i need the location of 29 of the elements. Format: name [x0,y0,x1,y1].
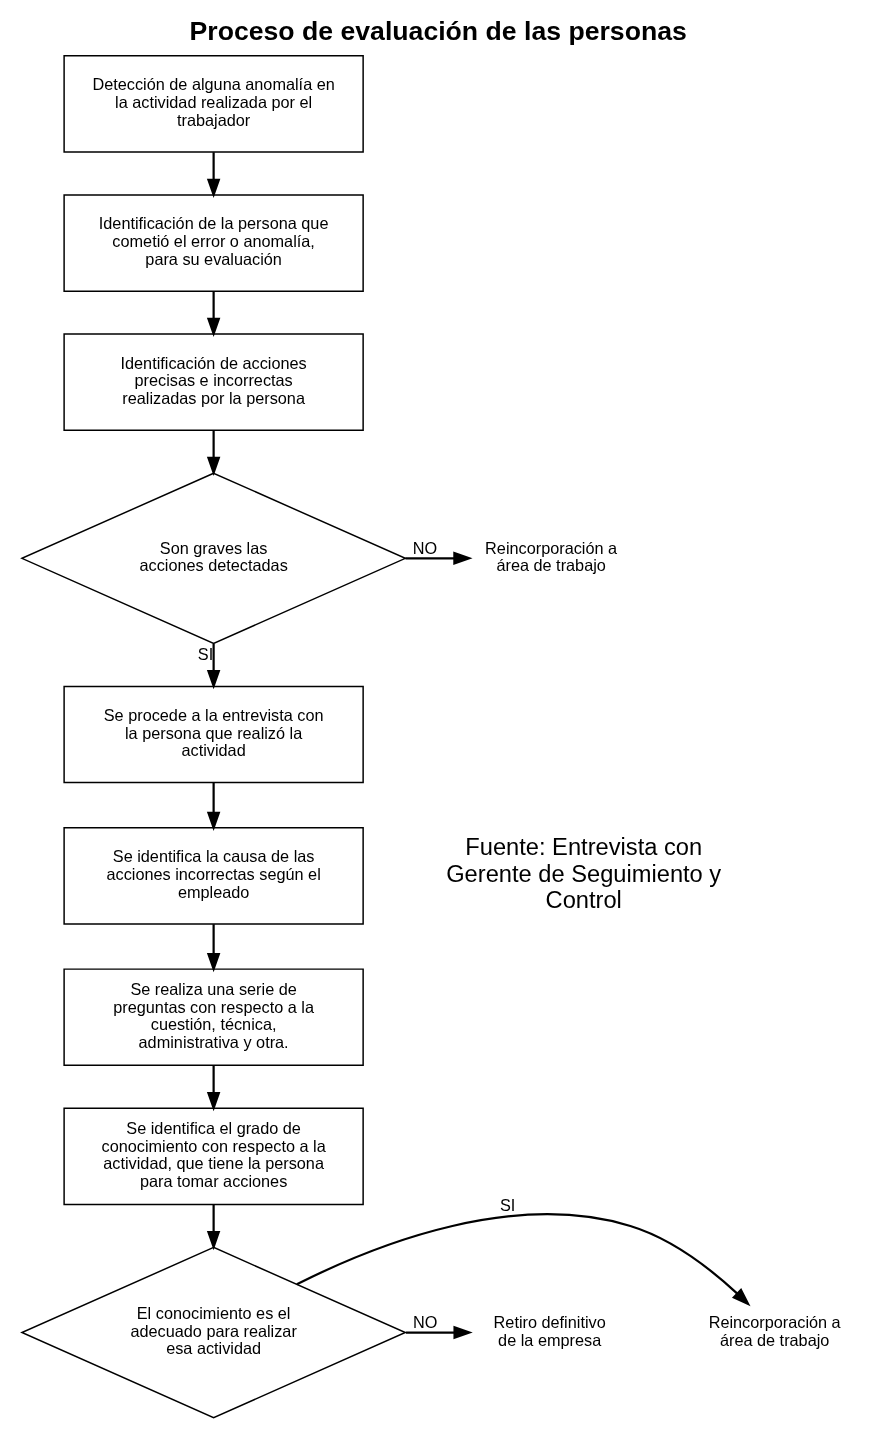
node-diamond: El conocimiento es el adecuado para realizar esa actividad [20,1246,408,1419]
node-box: Identificación de acciones precisas e incorrectas realizadas por la persona [63,333,364,432]
arrow [206,430,221,476]
node-box: Se realiza una serie de preguntas con respecto a la cuestión, técnica, administrativa y otra. [63,968,364,1067]
arrow [206,291,221,338]
node-box: Identificación de la persona que cometió el error o anomalía, para su evaluación [63,194,364,292]
arrow [206,643,221,690]
arrow [206,782,221,831]
arrow [405,551,473,566]
arrow [206,152,221,198]
node-box: Detección de alguna anomalía en la actividad realizada por el trabajador [63,55,364,153]
label: Fuente: Entrevista con Gerente de Seguimiento y Control [446,833,722,914]
edge-label: NO [413,1312,438,1331]
node-box: Se identifica la causa de las acciones incorrectas según el empleado [63,827,364,925]
diagram-title: Proceso de evaluación de las personas [189,16,687,47]
edge-label: SI [499,1195,516,1214]
edge-label: NO [412,538,438,557]
arrow [206,1065,221,1112]
node-box: Se procede a la entrevista con la persona que realizó la actividad [63,685,364,784]
arrow [405,1325,473,1340]
arrow [206,1204,221,1251]
arrow [206,924,221,973]
node-text: Reincorporación a área de trabajo [708,1312,841,1349]
node-text: Retiro definitivo de la empresa [493,1312,606,1349]
node-box: Se identifica el grado de conocimiento con respecto a la actividad, que tiene la persona para tomar acciones [63,1107,364,1206]
node-diamond: Son graves las acciones detectadas [20,472,408,645]
node-text: Reincorporación a área de trabajo [485,538,618,575]
edge-label: SI [197,645,214,664]
arrow [296,1213,751,1307]
